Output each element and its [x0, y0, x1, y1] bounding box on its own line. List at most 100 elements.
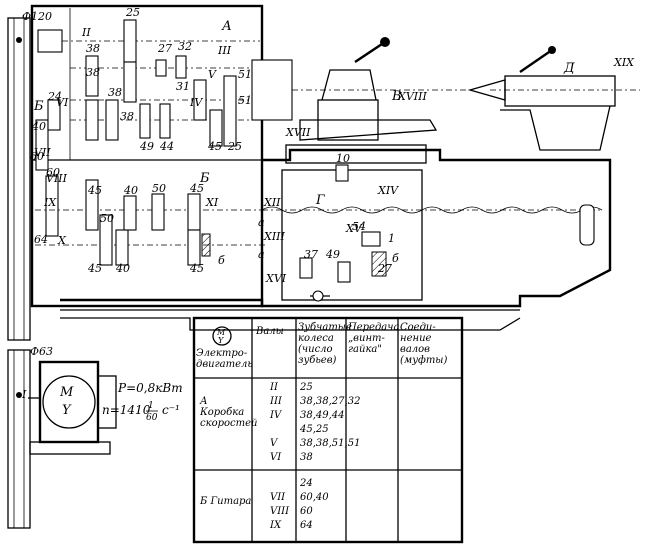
header-shafts: Валы [256, 326, 284, 337]
shaft-XVI: XVI [265, 272, 287, 285]
gear-num: 37 [304, 248, 318, 261]
motor-speed-den: 60 [146, 413, 158, 423]
table-motor-icon [212, 326, 232, 346]
group-speedbox-shafts: II III IV V VI [270, 382, 294, 466]
shaft-VIII: VIII [46, 172, 68, 185]
shaft-VI: VI [56, 96, 69, 109]
gear-num: 64 [34, 233, 48, 246]
shaft-cell: III [270, 396, 282, 407]
table [192, 316, 464, 544]
gear-cell: 38,49,44 [300, 410, 345, 421]
header-gears: Зубчатые колеса (число зубьев) [298, 322, 352, 366]
label-section-g: Г [315, 193, 325, 208]
gear-num: 45 [189, 182, 204, 195]
gear-num: 27 [377, 262, 392, 275]
gear-num: 45 [87, 262, 102, 275]
shaft-IX: IX [43, 196, 57, 209]
gear-num: 51 [238, 94, 252, 107]
shaft-III: III [217, 44, 232, 57]
motor-power: P=0,8кВт [117, 381, 183, 395]
shaft-XIV: XIV [377, 184, 399, 197]
gear-num: 32 [178, 40, 192, 53]
gear-num: 51 [238, 68, 252, 81]
gear-cell: 45,25 [300, 424, 329, 435]
gear-cell: 38 [300, 452, 313, 463]
gear-num: 38 [108, 86, 122, 99]
shaft-cell: IX [270, 520, 282, 531]
label-section-a: А [221, 19, 232, 34]
group-speedbox-name: А Коробка скоростей [200, 396, 258, 429]
shaft-XVII: XVII [285, 126, 311, 139]
group-guitar-name: Б Гитара [200, 496, 252, 507]
shaft-XI: XI [205, 196, 219, 209]
gear-num: 54 [352, 220, 366, 233]
shaft-II: II [81, 26, 91, 39]
letter-b: б [392, 252, 399, 265]
gear-num: 27 [157, 42, 172, 55]
lathe-bed [60, 37, 640, 331]
group-speedbox-gears: 25 38,38,27,32 38,49,44 45,25 38,38,51,5… [300, 382, 361, 466]
table-motor-symbol-bottom: Y [218, 336, 224, 345]
label-section-b-feed: Б [199, 171, 210, 186]
gear-num: 45 [207, 140, 222, 153]
shaft-IV: IV [189, 96, 203, 109]
gear-num: 24 [47, 90, 62, 103]
table-motor-symbol-top: М [216, 328, 226, 337]
motor-speed-num: 1 [148, 401, 154, 411]
belt-pulley-lower-axis [16, 392, 22, 398]
label-section-v: В [391, 89, 402, 104]
group-guitar-shafts: VII VIII IX [270, 478, 294, 534]
shaft-V: V [208, 68, 217, 81]
shaft-XII: XII [263, 196, 281, 209]
diagram-labels: Φ120 Φ63 А Б Б В Г Д II III IV V VI VII … [21, 6, 635, 423]
shaft-XIII: XIII [263, 230, 286, 243]
motor [28, 360, 117, 455]
belt-drive [7, 17, 31, 529]
shaft-cell: V [270, 438, 278, 449]
label-phi63: Φ63 [30, 345, 53, 358]
letter-a: а [258, 248, 265, 261]
motor-symbol-bottom: Y [62, 403, 72, 418]
gear-num: 44 [159, 140, 174, 153]
gear-num: 49 [139, 140, 154, 153]
shaft-cell: VIII [270, 506, 290, 517]
gear-cell: 25 [300, 382, 313, 393]
gear-cell: 60,40 [300, 492, 329, 503]
gear-num: 25 [125, 6, 140, 19]
header-screw-nut: Передача „винт-гайка" [348, 322, 400, 355]
motor-speed-unit: c⁻¹ [162, 403, 180, 417]
spindle-chuck [251, 59, 293, 121]
gear-num: 50 [152, 182, 166, 195]
motor-symbol-top: М [59, 385, 74, 400]
gear-cell: 64 [300, 520, 313, 531]
gear-num: 40 [123, 184, 138, 197]
shaft-I: I [21, 388, 27, 401]
gear-num: 45 [87, 184, 102, 197]
gear-num: 38 [86, 42, 100, 55]
letter-b: б [218, 254, 225, 267]
gear-cell: 38,38,51,51 [300, 438, 361, 449]
letter-a: а [258, 216, 265, 229]
gear-num: 31 [176, 80, 190, 93]
gear-num: 40 [115, 262, 130, 275]
shaft-cell: VII [270, 492, 286, 503]
group-guitar-gears: 24 60,40 60 64 [300, 478, 346, 534]
gear-cell: 24 [300, 478, 313, 489]
gear-num: 38 [120, 110, 134, 123]
shaft-X: X [57, 234, 67, 247]
gear-num: 49 [325, 248, 340, 261]
gear-num: 60 [46, 166, 60, 179]
gear-num: 38 [86, 66, 100, 79]
gear-cell: 60 [300, 506, 313, 517]
shaft-XIX: XIX [613, 56, 635, 69]
tailstock [504, 75, 616, 107]
shaft-cell: II [270, 382, 278, 393]
gear-num: 40 [31, 120, 46, 133]
motor-speed: n=1410 [102, 403, 151, 417]
table-text: М Y [216, 328, 226, 345]
shaft-cell [270, 424, 294, 438]
shaft-XV: XV [345, 222, 363, 235]
motor-circle-symbol [42, 375, 96, 429]
